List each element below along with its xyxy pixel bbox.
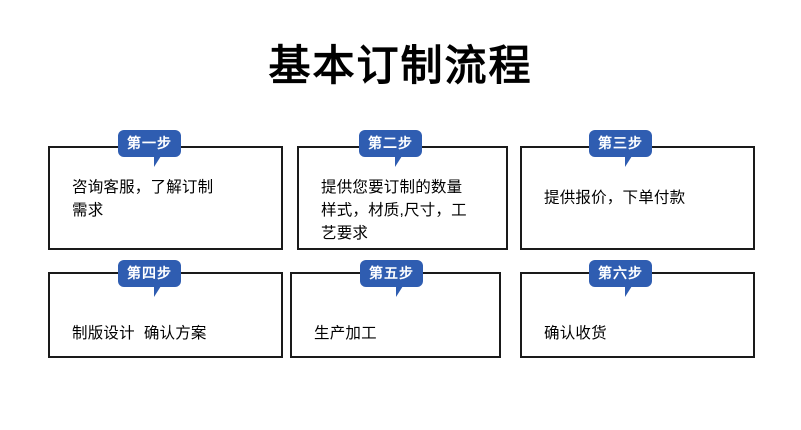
step-badge-2: 第二步 <box>359 130 422 167</box>
step-badge-5: 第五步 <box>360 260 423 297</box>
badge-tail-icon <box>394 156 407 167</box>
badge-tail-icon <box>624 156 637 167</box>
step-badge-1-label: 第一步 <box>127 135 172 151</box>
page-title: 基本订制流程 <box>268 42 533 89</box>
step-badge-1: 第一步 <box>118 130 181 167</box>
step-card-4-text: 制版设计 确认方案 <box>72 325 207 342</box>
step-card-2[interactable]: 提供您要订制的数量 样式，材质,尺寸，工 艺要求 <box>297 146 508 250</box>
step-badge-4-label: 第四步 <box>127 265 172 281</box>
badge-tail-icon <box>153 286 166 297</box>
step-card-6-text: 确认收货 <box>544 325 607 342</box>
badge-tail-icon <box>624 286 637 297</box>
step-badge-3-label: 第三步 <box>598 135 643 151</box>
step-badge-5-label: 第五步 <box>369 265 414 281</box>
step-card-3-text: 提供报价，下单付款 <box>544 189 686 207</box>
step-card-3[interactable]: 提供报价，下单付款 <box>520 146 755 250</box>
step-badge-2-label: 第二步 <box>368 135 413 151</box>
badge-tail-icon <box>153 156 166 167</box>
step-card-1-text: 咨询客服，了解订制 需求 <box>72 179 214 219</box>
step-badge-6-label: 第六步 <box>598 265 643 281</box>
step-badge-6: 第六步 <box>589 260 652 297</box>
badge-tail-icon <box>395 286 408 297</box>
step-badge-3: 第三步 <box>589 130 652 167</box>
step-card-2-text: 提供您要订制的数量 样式，材质,尺寸，工 艺要求 <box>321 179 467 242</box>
step-card-5-text: 生产加工 <box>314 325 377 342</box>
step-badge-4: 第四步 <box>118 260 181 297</box>
step-card-1[interactable]: 咨询客服，了解订制 需求 <box>48 146 283 250</box>
